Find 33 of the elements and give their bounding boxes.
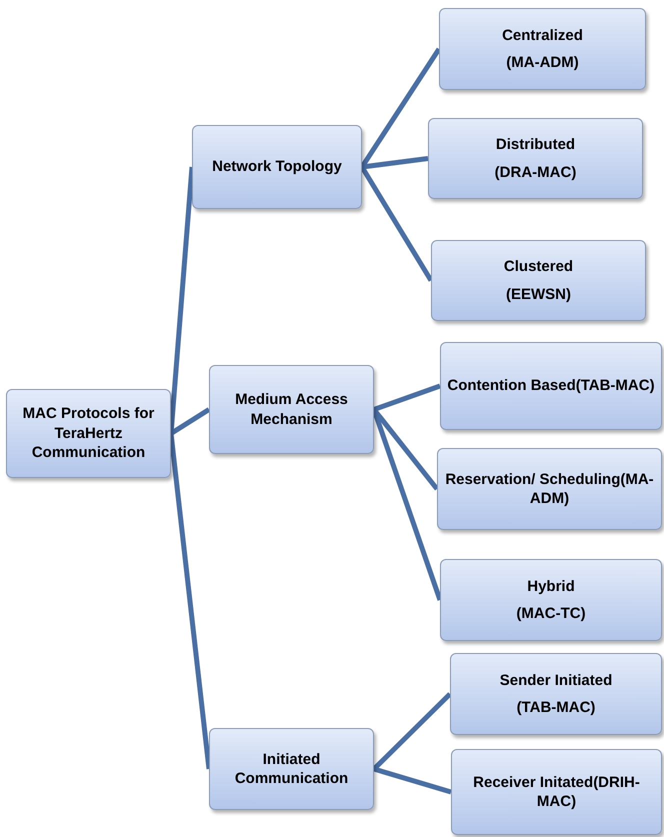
box-label: (EEWSN) [506, 284, 571, 304]
category-box [440, 559, 662, 641]
box-label: Centralized [502, 26, 583, 45]
box-label: Reservation/ Scheduling(MA-ADM) [444, 470, 655, 508]
category-box [451, 749, 662, 835]
box-label: Medium Access Mechanism [234, 390, 349, 429]
category-box [192, 125, 362, 209]
box-label: MAC Protocols for TeraHertz Communication [22, 404, 156, 463]
category-box [439, 8, 646, 90]
connector-line [168, 433, 212, 770]
box-label: (TAB-MAC) [516, 698, 596, 718]
box-label: (MA-ADM) [506, 53, 579, 72]
connector-line [372, 692, 452, 771]
box-label: Contention Based(TAB-MAC) [447, 376, 655, 396]
category-box [440, 342, 662, 430]
connector-line [373, 384, 441, 412]
connector-line [373, 766, 452, 794]
category-box [209, 728, 374, 810]
category-box [437, 448, 662, 530]
box-label: (DRA-MAC) [494, 162, 576, 182]
box-label: Initiated Communication [234, 750, 350, 788]
box-label: Receiver Initated(DRIH-MAC) [472, 772, 641, 812]
box-label: Network Topology [212, 157, 342, 177]
category-box [428, 118, 643, 199]
category-box [6, 389, 171, 478]
category-box [450, 653, 662, 735]
box-label: Sender Initiated [500, 670, 612, 690]
box-label: (MAC-TC) [516, 604, 586, 624]
box-label: Hybrid [527, 576, 575, 596]
category-box [209, 365, 374, 454]
box-label: Distributed [496, 135, 576, 154]
category-box [431, 240, 646, 321]
box-label: Clustered [504, 257, 574, 276]
